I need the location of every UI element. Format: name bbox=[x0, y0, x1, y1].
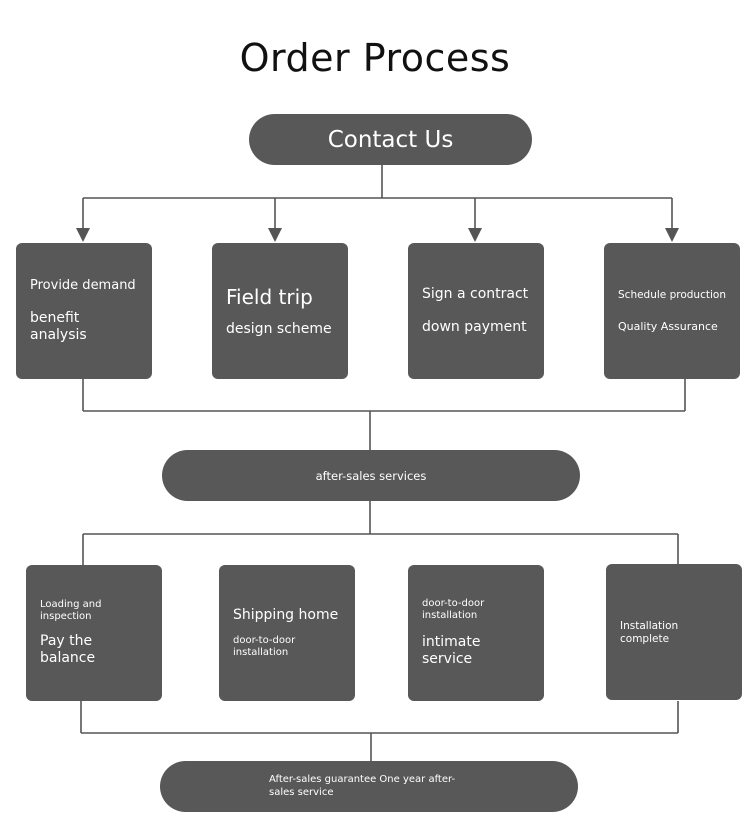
page-title: Order Process bbox=[239, 36, 511, 80]
arrowhead bbox=[76, 228, 90, 242]
step-line-1: Field trip bbox=[226, 284, 313, 309]
arrowhead bbox=[665, 228, 679, 242]
contact-us-node: Contact Us bbox=[249, 114, 532, 165]
step-field-trip: Field trip design scheme bbox=[212, 243, 348, 379]
step-provide-demand: Provide demand benefit analysis bbox=[16, 243, 152, 379]
step-line-1: Sign a contract bbox=[422, 286, 529, 303]
step-line-1: Provide demand bbox=[30, 278, 136, 294]
step-line-1: door-to-door installation bbox=[422, 598, 485, 622]
step-line-2: Quality Assurance bbox=[618, 319, 718, 333]
step-line-2: intimate service bbox=[422, 634, 481, 667]
step-line-2: Pay the balance bbox=[40, 633, 96, 666]
step-shipping-home: Shipping home door-to-door installation bbox=[219, 565, 355, 701]
step-line-1: Installation complete bbox=[620, 620, 679, 645]
step-installation-complete: Installation complete bbox=[606, 564, 742, 700]
step-line-2: door-to-door installation bbox=[233, 635, 296, 659]
step-line-2: down payment bbox=[422, 319, 527, 335]
step-sign-contract: Sign a contract down payment bbox=[408, 243, 544, 379]
arrowhead bbox=[268, 228, 282, 242]
step-line-2: design scheme bbox=[226, 320, 332, 337]
step-line-1: Schedule production bbox=[618, 289, 726, 302]
after-sales-guarantee-node: After-sales guarantee One year after-sal… bbox=[160, 761, 578, 812]
arrowhead bbox=[468, 228, 482, 242]
step-schedule-production: Schedule production Quality Assurance bbox=[604, 243, 740, 379]
step-line-1: Loading and inspection bbox=[40, 599, 102, 623]
step-loading-inspection: Loading and inspection Pay the balance bbox=[26, 565, 162, 701]
step-line-1: Shipping home bbox=[233, 606, 339, 623]
step-door-to-door-installation: door-to-door installation intimate servi… bbox=[408, 565, 544, 701]
step-line-2: benefit analysis bbox=[30, 310, 87, 343]
after-sales-services-node: after-sales services bbox=[162, 450, 580, 501]
